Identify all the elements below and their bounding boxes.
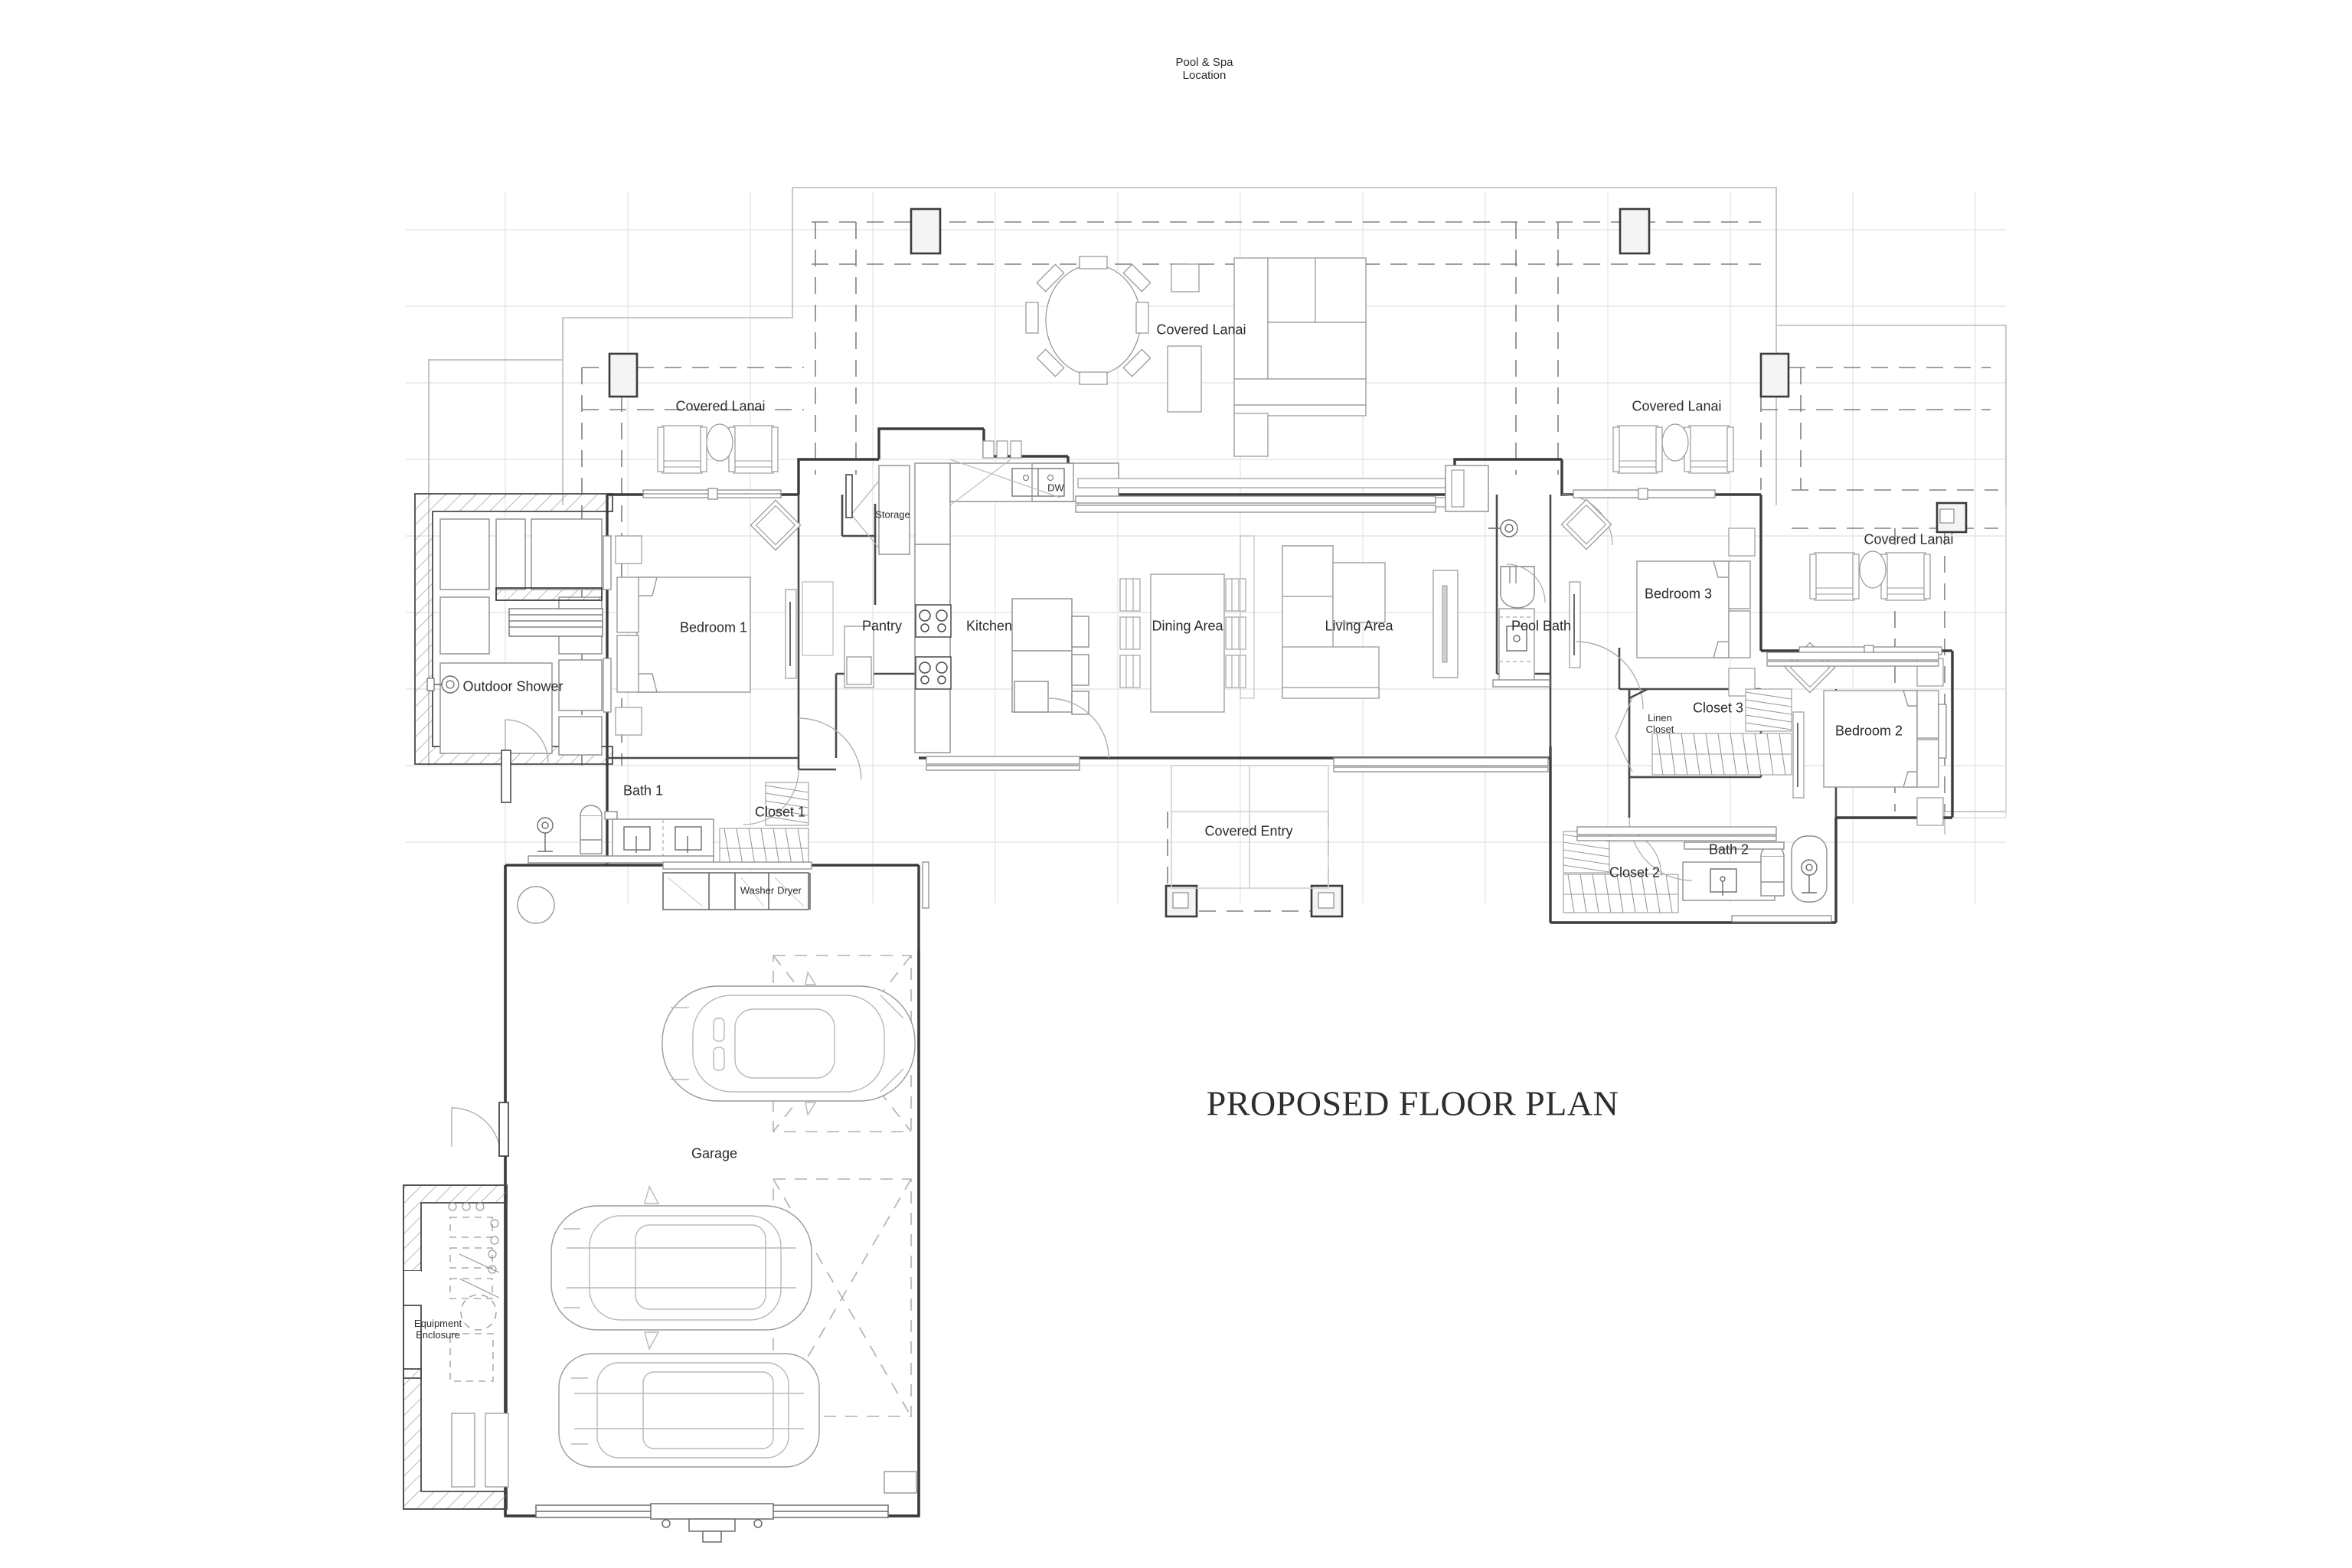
room-label-outdoor-shower: Outdoor Shower <box>462 678 564 694</box>
car-2 <box>550 1185 812 1351</box>
site-lines <box>1952 505 2007 818</box>
storage-room <box>845 465 910 555</box>
room-label-garage: Garage <box>691 1145 738 1161</box>
room-label-kitchen: Kitchen <box>965 618 1013 634</box>
closet-1-shelving <box>719 782 809 866</box>
closet-3-shelving <box>1651 688 1792 776</box>
pool-note-line1: Pool & Spa <box>1175 55 1233 69</box>
equipment-enclosure <box>403 1184 509 1510</box>
room-label-closet-2: Closet 2 <box>1609 864 1661 880</box>
room-label-dw: DW <box>1047 482 1064 494</box>
covered-entry-slab <box>1171 765 1329 889</box>
kitchen-upper <box>949 440 1061 506</box>
room-label-covered-lanai-east: Covered Lanai <box>1632 398 1722 414</box>
car-3 <box>558 1353 820 1468</box>
window-ticks <box>603 535 1947 909</box>
bath-1-fixtures <box>528 805 714 864</box>
room-label-dining-area: Dining Area <box>1152 618 1223 634</box>
car-1 <box>662 971 916 1116</box>
bedroom3-window <box>1573 488 1716 500</box>
bedroom-1-furniture <box>615 499 802 736</box>
room-label-bath-2: Bath 2 <box>1708 841 1749 858</box>
bedroom-2-furniture <box>1784 642 1944 826</box>
far-east-lanai-furniture <box>1809 550 1931 601</box>
outdoor-shower-enclosure <box>414 493 613 803</box>
lanai-columns <box>608 207 1968 918</box>
bedroom-3-furniture <box>1560 498 1756 697</box>
room-label-storage: Storage <box>875 508 910 521</box>
dining-furniture <box>1119 573 1246 713</box>
laundry-run <box>662 872 811 910</box>
room-label-pantry: Pantry <box>861 618 903 634</box>
room-label-covered-lanai-far-east: Covered Lanai <box>1864 531 1954 547</box>
room-label-closet-1: Closet 1 <box>754 804 806 820</box>
bath-2-fixtures <box>1682 835 1828 903</box>
room-label-covered-entry: Covered Entry <box>1204 823 1293 839</box>
sliding-doors <box>926 495 1939 923</box>
sheet-title: PROPOSED FLOOR PLAN <box>1206 1083 1619 1123</box>
room-label-living-area: Living Area <box>1325 618 1393 634</box>
room-label-covered-lanai-north: Covered Lanai <box>1156 322 1246 338</box>
kitchen-counters <box>914 462 1119 753</box>
room-label-bedroom-2: Bedroom 2 <box>1834 723 1903 739</box>
north-lanai-furniture <box>1025 256 1367 457</box>
linen-closet-walls <box>1628 688 1652 779</box>
room-label-pool-bath: Pool Bath <box>1511 618 1572 634</box>
west-lanai-furniture <box>657 423 779 474</box>
garage-door <box>535 1503 889 1543</box>
pool-bath-fixtures <box>1488 519 1550 688</box>
room-label-bedroom-1: Bedroom 1 <box>679 619 748 635</box>
room-label-bedroom-3: Bedroom 3 <box>1644 586 1713 602</box>
east-lanai-furniture <box>1612 423 1734 474</box>
room-label-washer: Washer <box>740 884 775 897</box>
bar-counter-run <box>1077 465 1489 512</box>
room-label-dryer: Dryer <box>777 884 802 897</box>
pool-spa-note: Pool & Spa Location <box>1175 56 1233 83</box>
bedroom1-window <box>642 488 782 500</box>
room-label-closet-3: Closet 3 <box>1692 700 1744 716</box>
pool-note-line2: Location <box>1182 69 1227 82</box>
pantry-shelving <box>802 581 874 688</box>
room-label-bath-1: Bath 1 <box>622 782 664 799</box>
living-furniture <box>1240 535 1459 699</box>
room-label-covered-lanai-west: Covered Lanai <box>675 398 766 414</box>
